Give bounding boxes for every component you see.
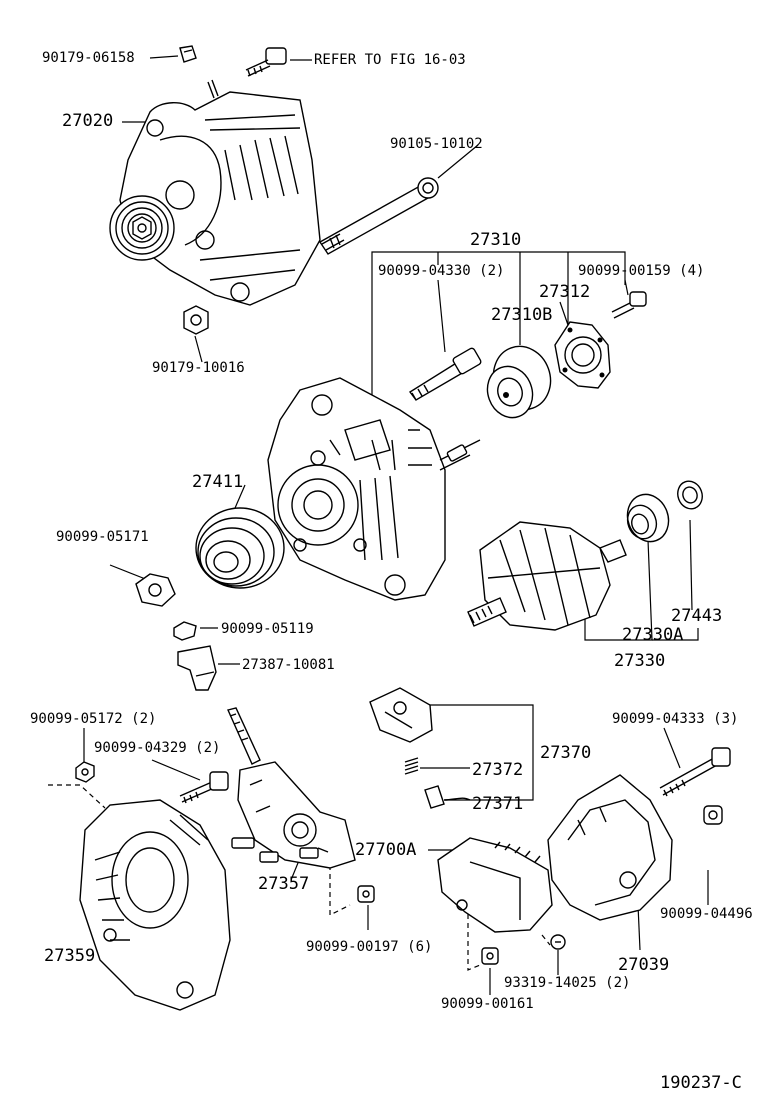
label-27330: 27330 (614, 651, 666, 671)
nut-90099-05171 (135, 573, 176, 607)
spring-27372 (404, 757, 419, 775)
rear-cover-27039 (547, 774, 673, 921)
terminal-27387-10081 (177, 645, 217, 691)
label-90099-05172: 90099-05172 (2) (30, 711, 157, 727)
clip-90179-06158 (179, 45, 197, 63)
bolt-90099-04333 (659, 747, 731, 797)
label-90099-00161: 90099-00161 (441, 996, 534, 1012)
label-27312: 27312 (539, 282, 591, 302)
label-90179-10016: 90179-10016 (152, 360, 245, 376)
label-27020: 27020 (62, 111, 114, 131)
nut-90179-10016 (183, 305, 209, 335)
label-27330A: 27330A (622, 625, 684, 645)
nut-90099-04496 (703, 805, 723, 825)
label-27443: 27443 (671, 606, 723, 626)
label-90099-05119: 90099-05119 (221, 621, 314, 637)
label-90105-10102: 90105-10102 (390, 136, 483, 152)
regulator-27700A (437, 837, 553, 933)
leader-lines (83, 55, 709, 995)
bearing-27310B (486, 345, 552, 419)
washer-93319-14025 (550, 934, 566, 950)
label-27039: 27039 (618, 955, 670, 975)
nut-90099-05172 (75, 761, 95, 783)
label-90099-04333: 90099-04333 (3) (612, 711, 739, 727)
figure-code: 190237-C (660, 1073, 742, 1093)
brush-holder-27370 (369, 687, 433, 743)
label-90099-04329: 90099-04329 (2) (94, 740, 221, 756)
label-27359: 27359 (44, 946, 96, 966)
bolt-refer (245, 47, 287, 77)
bolt-90099-04330 (408, 347, 482, 401)
label-90099-04496: 90099-04496 (660, 906, 753, 922)
label-27371: 27371 (472, 794, 524, 814)
label-90099-04330: 90099-04330 (2) (378, 263, 505, 279)
screw-90099-00197 (357, 885, 375, 903)
retainer-plate-27312 (554, 321, 611, 389)
label-27357: 27357 (258, 874, 310, 894)
label-27370: 27370 (540, 743, 592, 763)
nut-90099-05119 (173, 621, 197, 641)
label-90099-00159: 90099-00159 (4) (578, 263, 705, 279)
label-90179-06158: 90179-06158 (42, 50, 135, 66)
label-27387-10081: 27387-10081 (242, 657, 335, 673)
screw-90099-00159 (611, 291, 647, 319)
pulley-27411 (195, 507, 285, 589)
drive-end-frame (267, 377, 481, 601)
label-refer-to-fig: REFER TO FIG 16-03 (314, 52, 466, 68)
through-bolt-90105-10102 (318, 177, 439, 255)
dashed-alignment-lines (48, 784, 551, 971)
rectifier-27357 (227, 707, 356, 869)
label-27700A: 27700A (355, 840, 417, 860)
label-93319-14025: 93319-14025 (2) (504, 975, 631, 991)
label-27310: 27310 (470, 230, 522, 250)
bearing-27330A (626, 493, 670, 543)
ring-27443 (677, 480, 703, 510)
rectifier-end-frame-27359 (79, 799, 231, 1011)
brush-27371 (424, 785, 471, 809)
label-90099-00197: 90099-00197 (6) (306, 939, 433, 955)
bolt-90099-04329 (179, 771, 229, 804)
alternator-assembly-27020 (109, 79, 321, 306)
label-27411: 27411 (192, 472, 244, 492)
rotor-27330 (467, 521, 627, 631)
screw-90099-00161 (481, 947, 499, 965)
label-27372: 27372 (472, 760, 524, 780)
label-27310B: 27310B (491, 305, 553, 325)
label-90099-05171: 90099-05171 (56, 529, 149, 545)
